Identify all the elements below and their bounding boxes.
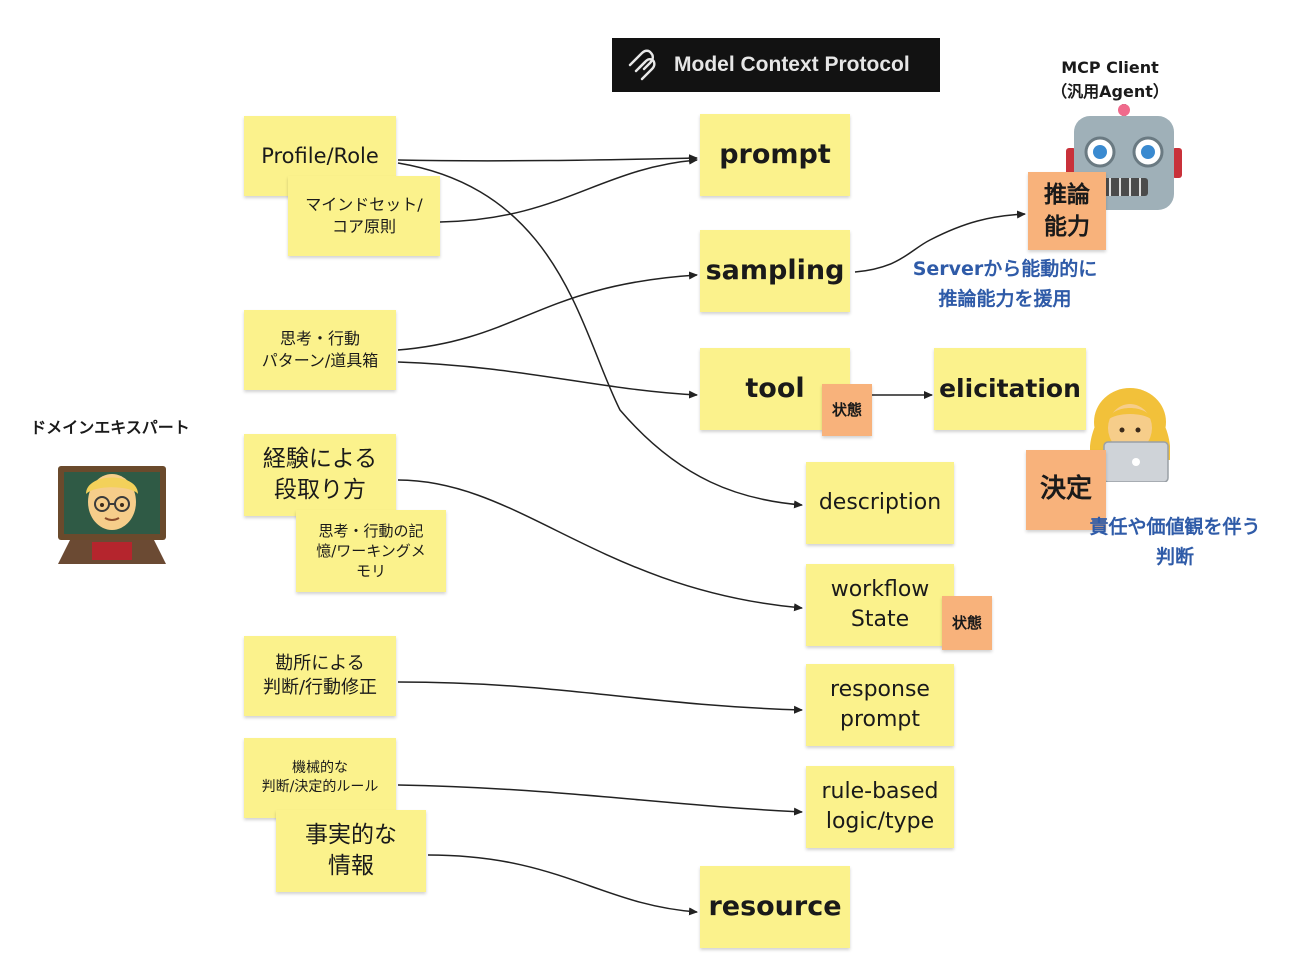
arrow-profile-to-prompt bbox=[397, 154, 698, 163]
note-mindset: マインドセット/ コア原則 bbox=[288, 176, 440, 256]
note-thinking-patterns: 思考・行動 パターン/道具箱 bbox=[244, 310, 396, 390]
badge-workflow-state: 状態 bbox=[942, 596, 992, 650]
note-prompt: prompt bbox=[700, 114, 850, 196]
note-intuition: 勘所による 判断/行動修正 bbox=[244, 636, 396, 716]
note-experience: 経験による 段取り方 bbox=[244, 434, 396, 516]
mcp-logo-icon bbox=[628, 49, 656, 81]
note-working-memory: 思考・行動の記 憶/ワーキングメ モリ bbox=[296, 510, 446, 592]
mcp-header: Model Context Protocol bbox=[612, 38, 940, 92]
arrow-facts-to-resource bbox=[427, 854, 698, 916]
arrow-thinking-to-sampling bbox=[397, 271, 698, 351]
mcp-header-title: Model Context Protocol bbox=[674, 53, 910, 76]
sampling-caption: Serverから能動的に 推論能力を援用 bbox=[912, 258, 1098, 311]
arrow-thinking-to-tool bbox=[397, 361, 698, 399]
badge-tool-state: 状態 bbox=[822, 384, 872, 436]
note-description: description bbox=[806, 462, 954, 544]
client-label: MCP Client （汎用Agent） bbox=[1051, 58, 1169, 101]
teacher-icon bbox=[58, 466, 166, 564]
decision-caption: 責任や価値観を伴う 判断 bbox=[1089, 516, 1261, 569]
note-workflow-state: workflow State bbox=[806, 564, 954, 646]
note-response-prompt: response prompt bbox=[806, 664, 954, 746]
arrow-intuition-to-response bbox=[397, 681, 803, 714]
note-mechanical-rules: 機械的な 判断/決定的ルール bbox=[244, 738, 396, 818]
woman-laptop-icon bbox=[1090, 388, 1170, 482]
badge-reasoning: 推論 能力 bbox=[1028, 172, 1106, 250]
arrow-sampling-to-reasoning bbox=[854, 210, 1026, 273]
arrow-experience-to-workflow bbox=[397, 479, 803, 612]
badge-decision: 決定 bbox=[1026, 450, 1106, 530]
note-elicitation: elicitation bbox=[934, 348, 1086, 430]
note-sampling: sampling bbox=[700, 230, 850, 312]
note-rule-based: rule-based logic/type bbox=[806, 766, 954, 848]
expert-label: ドメインエキスパート bbox=[30, 418, 190, 437]
note-facts: 事実的な 情報 bbox=[276, 810, 426, 892]
arrow-rules-to-rulebased bbox=[397, 784, 803, 816]
arrow-mindset-to-prompt bbox=[439, 156, 698, 223]
arrow-profile-to-description bbox=[397, 162, 803, 509]
note-resource: resource bbox=[700, 866, 850, 948]
